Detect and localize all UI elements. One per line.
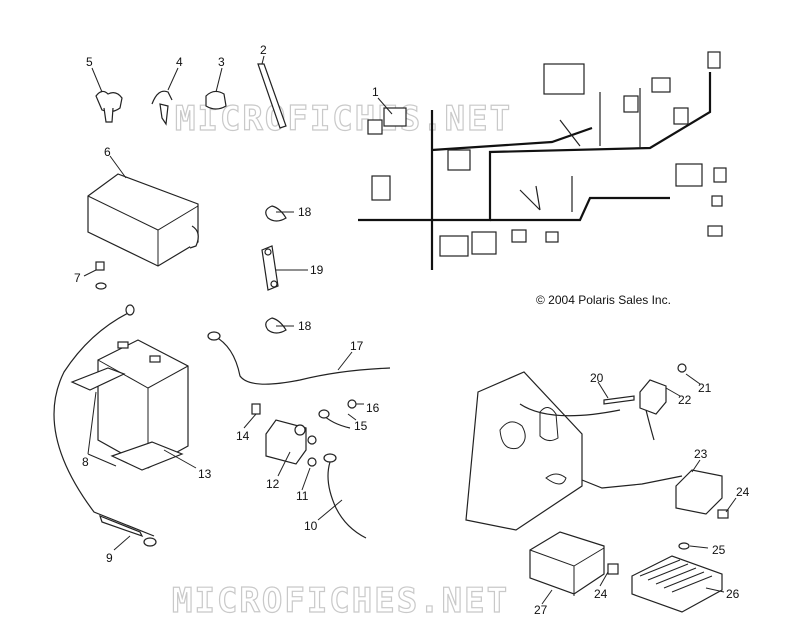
part-18-grommet-bottom: [265, 317, 287, 334]
callout-9: 9: [106, 551, 113, 565]
callout-12: 12: [266, 477, 280, 491]
callout-19: 19: [310, 263, 324, 277]
part-25-screw: [678, 542, 690, 550]
callout-22: 22: [678, 393, 692, 407]
callout-16: 16: [366, 401, 380, 415]
part-7-screw: [95, 261, 107, 290]
part-27-regulator: [529, 531, 605, 596]
part-14-screw: [251, 403, 261, 415]
part-26-heatsink: [631, 555, 723, 613]
watermark-top: MICROFICHES.NET: [175, 99, 512, 139]
part-22-relay: [639, 379, 667, 441]
callout-4: 4: [176, 55, 183, 69]
callout-25: 25: [712, 543, 726, 557]
callout-7: 7: [74, 271, 81, 285]
callouts: 1 2 3 4 5 6 7 8 9 10 11 12 13 14 15 16 1…: [74, 43, 750, 617]
callout-3: 3: [218, 55, 225, 69]
part-9-cable: [53, 304, 157, 547]
part-4-clip: [151, 90, 173, 126]
callout-21: 21: [698, 381, 712, 395]
part-21-nut: [677, 363, 687, 373]
callout-15: 15: [354, 419, 368, 433]
part-23-module: [675, 469, 723, 515]
mounting-plate: [465, 371, 683, 531]
part-3-clamp: [205, 90, 227, 110]
part-8-pad: [70, 367, 184, 471]
callout-26: 26: [726, 587, 740, 601]
part-6-battery-cover: [87, 173, 199, 267]
callout-10: 10: [304, 519, 318, 533]
callout-1: 1: [372, 85, 379, 99]
callout-6: 6: [104, 145, 111, 159]
callout-23: 23: [694, 447, 708, 461]
part-24-screw-top: [717, 509, 729, 519]
callout-2: 2: [260, 43, 267, 57]
callout-27: 27: [534, 603, 548, 617]
callout-17: 17: [350, 339, 364, 353]
part-1-wiring-harness: [358, 51, 727, 270]
part-15-cable-end: [318, 409, 351, 429]
copyright-text: © 2004 Polaris Sales Inc.: [536, 293, 671, 307]
callout-14: 14: [236, 429, 250, 443]
callout-24-bottom: 24: [594, 587, 608, 601]
callout-18-bottom: 18: [298, 319, 312, 333]
part-18-grommet-top: [265, 205, 287, 222]
watermark-bottom: MICROFICHES.NET: [172, 581, 509, 621]
callout-13: 13: [198, 467, 212, 481]
part-11-nut: [307, 457, 317, 467]
part-10-cable: [323, 453, 367, 539]
callout-20: 20: [590, 371, 604, 385]
callout-24-right: 24: [736, 485, 750, 499]
part-16-nut: [347, 399, 357, 409]
part-5-clamp: [95, 90, 123, 123]
callout-8: 8: [82, 455, 89, 469]
callout-18-top: 18: [298, 205, 312, 219]
callout-11: 11: [296, 489, 309, 503]
part-13-battery: [97, 339, 189, 469]
leader-lines: [83, 55, 737, 605]
part-19-bracket: [261, 245, 279, 291]
part-24-screw-bottom: [607, 563, 619, 575]
part-17-cable: [207, 331, 391, 385]
part-12-solenoid: [265, 419, 317, 465]
callout-5: 5: [86, 55, 93, 69]
part-20-screw: [603, 395, 635, 405]
